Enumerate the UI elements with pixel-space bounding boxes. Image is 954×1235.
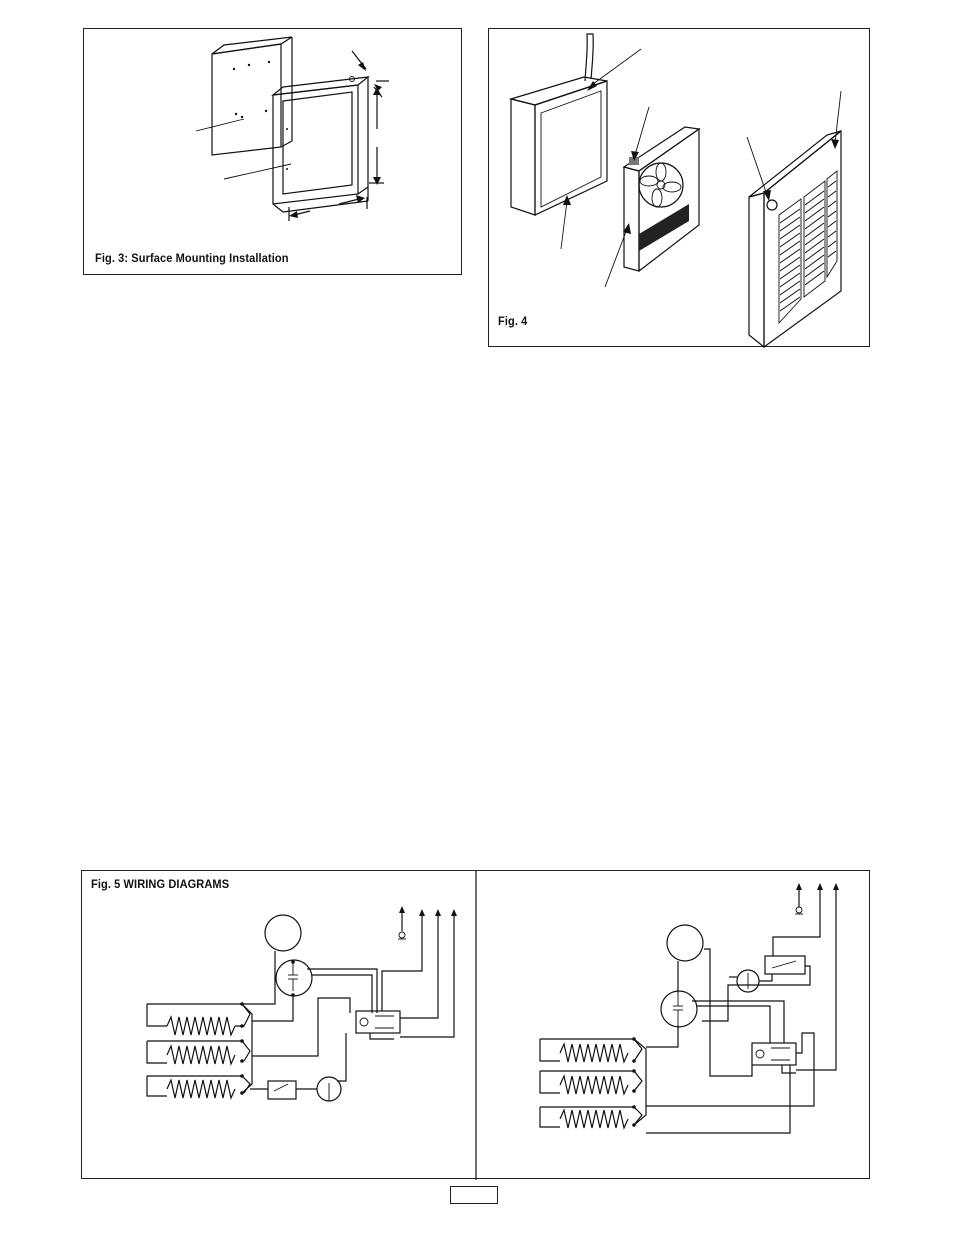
fig3-caption: Fig. 3: Surface Mounting Installation	[95, 251, 289, 265]
fig3-panel: Fig. 3: Surface Mounting Installation	[83, 28, 462, 275]
back-box	[211, 36, 293, 156]
supply-terminals-right	[795, 883, 839, 915]
supply-terminals	[398, 906, 457, 940]
fig5-caption: Fig. 5 WIRING DIAGRAMS	[91, 877, 230, 891]
left-wiring-diagram	[146, 906, 457, 1102]
wall-box	[508, 33, 608, 216]
dimension-arrows	[288, 50, 389, 221]
fig5-wiring-diagrams	[146, 871, 839, 1180]
surface-frame	[270, 76, 371, 213]
fig4-caption: Fig. 4	[498, 314, 528, 328]
heating-elements	[146, 1003, 253, 1100]
right-wiring-diagram	[539, 883, 839, 1134]
motor	[264, 914, 302, 952]
fig4-panel: Fig. 4	[488, 28, 870, 348]
page-number-box	[450, 1186, 498, 1204]
fig5-panel: Fig. 5 WIRING DIAGRAMS	[81, 870, 870, 1180]
fig3-surface-mount-drawing	[195, 36, 389, 221]
front-grille	[748, 129, 842, 348]
heater-assembly	[622, 126, 701, 273]
fig4-exploded-view	[508, 33, 842, 348]
heating-elements-right	[539, 1038, 647, 1130]
motor-right	[666, 924, 704, 962]
leader-lines	[560, 48, 842, 288]
